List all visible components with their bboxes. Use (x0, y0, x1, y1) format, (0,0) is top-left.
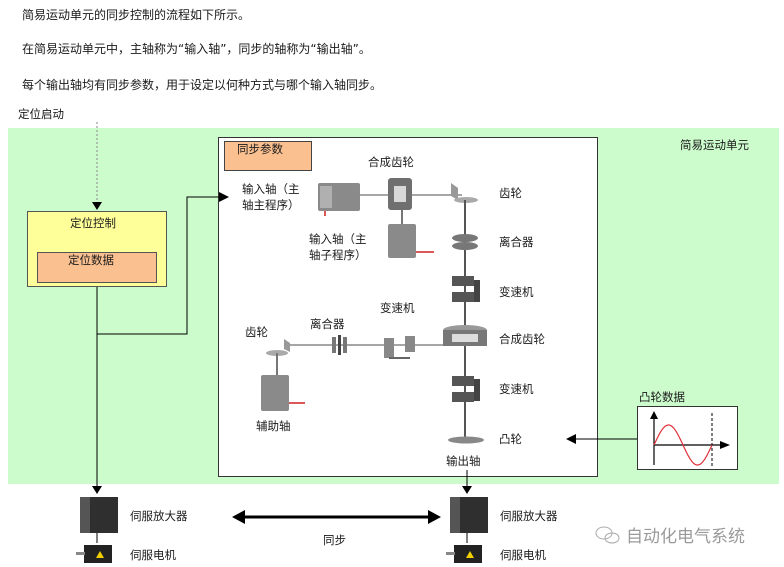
sync-parameters-box (224, 141, 312, 171)
servo-amplifier-right-label: 伺服放大器 (500, 509, 558, 523)
clutch-right-icon (452, 234, 478, 250)
cam-data-label: 凸轮数据 (639, 390, 685, 404)
cam-x-arrow (720, 441, 730, 449)
composite-gear-right-label: 合成齿轮 (499, 332, 545, 346)
input-axis-arrow-head (219, 192, 229, 202)
start-arrow-head (92, 202, 102, 210)
servo-motor-left-icon (76, 545, 112, 563)
clutch-aux-icon (332, 335, 347, 355)
cam-curve (653, 424, 713, 466)
positioning-start-label: 定位启动 (18, 107, 64, 121)
servo-motor-right-icon (446, 545, 482, 563)
speed-changer-right-1-icon (452, 276, 480, 302)
sync-parameters-label: 同步参数 (237, 142, 283, 156)
sync-arrow-right-head (428, 510, 441, 524)
servo-motor-left-label: 伺服电机 (130, 548, 176, 562)
intro-line-1: 简易运动单元的同步控制的流程如下所示。 (22, 8, 251, 22)
servo-motor-right-label: 伺服电机 (500, 548, 546, 562)
servo-amplifier-left-icon (80, 497, 118, 533)
cam-data-box (637, 406, 738, 470)
speed-changer-right-2-label: 变速机 (499, 382, 534, 396)
speed-changer-aux-icon (384, 336, 415, 359)
sync-label: 同步 (323, 533, 346, 547)
output-axis-label: 输出轴 (446, 454, 481, 468)
input-sub-motor-icon (388, 224, 434, 258)
input-axis-sub-label-2: 轴子程序） (309, 248, 367, 262)
composite-gear-right-icon (443, 325, 487, 346)
watermark-text: 自动化电气系统 (626, 527, 745, 547)
left-servo-arrow-head (92, 486, 102, 494)
simple-motion-unit-label: 简易运动单元 (680, 138, 749, 152)
cam-label: 凸轮 (499, 432, 522, 446)
cam-y-arrow (650, 411, 658, 419)
positioning-data-box (37, 252, 157, 283)
gear-right-label: 齿轮 (499, 186, 522, 200)
servo-amplifier-right-icon (450, 497, 488, 533)
speed-changer-right-1-label: 变速机 (499, 285, 534, 299)
speed-changer-right-2-icon (452, 376, 480, 402)
clutch-aux-label: 离合器 (310, 317, 345, 331)
positioning-data-label: 定位数据 (68, 253, 114, 267)
aux-motor-icon (261, 375, 305, 411)
input-axis-main-label-2: 轴主程序） (242, 198, 300, 212)
gear-aux-label: 齿轮 (245, 325, 268, 339)
cam-icon (448, 436, 484, 444)
sync-arrow-left-head (232, 510, 245, 524)
input-axis-sub-label-1: 输入轴（主 (309, 232, 367, 246)
speed-changer-aux-label: 变速机 (380, 301, 415, 315)
intro-line-3: 每个输出轴均有同步参数，用于设定以何种方式与哪个输入轴同步。 (22, 78, 383, 92)
right-servo-arrow-head (462, 486, 472, 494)
wechat-icon (595, 526, 620, 544)
cam-profile-graph (650, 411, 730, 467)
servo-amplifier-left-label: 伺服放大器 (130, 509, 188, 523)
positioning-control-label: 定位控制 (70, 216, 116, 230)
composite-gear-top-label: 合成齿轮 (368, 155, 414, 169)
composite-gear-top-icon (388, 178, 412, 210)
positioning-to-input-line (97, 196, 219, 335)
input-axis-main-label-1: 输入轴（主 (242, 182, 300, 196)
aux-axis-label: 辅助轴 (256, 419, 291, 433)
cam-arrow-head (566, 434, 576, 444)
input-main-motor-icon (318, 183, 360, 216)
intro-line-2: 在简易运动单元中，主轴称为“输入轴”，同步的轴称为“输出轴”。 (22, 42, 371, 56)
clutch-right-label: 离合器 (499, 235, 534, 249)
